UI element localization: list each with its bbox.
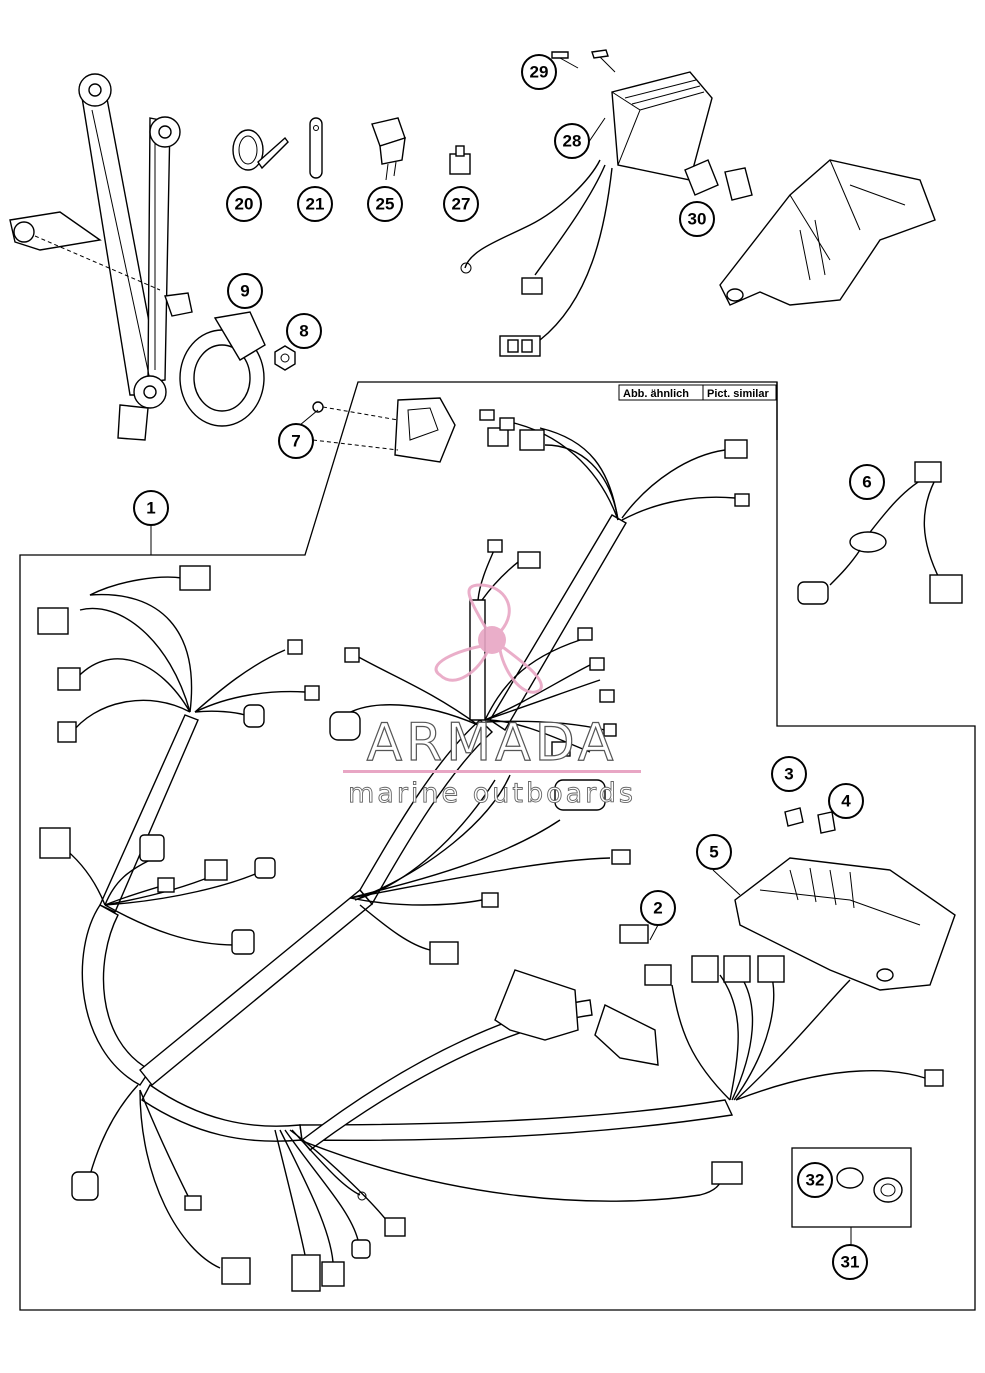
- svg-text:8: 8: [299, 322, 308, 341]
- bracket-screws-drawing: [302, 397, 456, 463]
- callout-27: 27: [443, 186, 479, 222]
- sensor-drawing: [797, 461, 963, 605]
- callout-30: 30: [679, 201, 715, 237]
- watermark-brand: ARMADA: [367, 713, 618, 773]
- callout-9: 9: [227, 273, 263, 309]
- clip-drawing: [684, 159, 753, 201]
- fuse-clip-4-drawing: [817, 811, 836, 834]
- svg-text:27: 27: [452, 195, 471, 214]
- svg-text:5: 5: [709, 843, 718, 862]
- svg-text:30: 30: [688, 210, 707, 229]
- fuse-box-drawing: [734, 857, 956, 991]
- callout-7: 7: [278, 423, 314, 459]
- svg-text:7: 7: [291, 432, 300, 451]
- strap-drawing: [309, 117, 323, 179]
- callout-21: 21: [297, 186, 333, 222]
- callout-5: 5: [696, 834, 732, 870]
- svg-text:1: 1: [146, 499, 155, 518]
- svg-text:32: 32: [806, 1171, 825, 1190]
- nut-drawing: [274, 345, 296, 371]
- svg-text:6: 6: [862, 473, 871, 492]
- callouts-layer: 1 2 3 4 5 6 7 8 9 20 21 25 27 28 29 30 3…: [133, 54, 885, 1280]
- svg-text:25: 25: [376, 195, 395, 214]
- horn-bracket-drawing: [9, 73, 266, 441]
- svg-text:28: 28: [563, 132, 582, 151]
- harness-frame: [19, 381, 976, 1311]
- callout-20: 20: [226, 186, 262, 222]
- frame-bracket-drawing: [719, 159, 936, 306]
- callout-29: 29: [521, 54, 557, 90]
- watermark-tagline: marine outboards: [348, 778, 636, 809]
- cable-tie-drawing: [232, 129, 289, 171]
- svg-text:2: 2: [653, 899, 662, 918]
- relay-drawing: [371, 117, 406, 181]
- callout-3: 3: [771, 756, 807, 792]
- voltage-regulator-drawing: [460, 49, 713, 357]
- callout-25: 25: [367, 186, 403, 222]
- svg-text:29: 29: [530, 63, 549, 82]
- callout-28: 28: [554, 123, 590, 159]
- callout-1: 1: [133, 490, 169, 526]
- note-de: Abb. ähnlich: [623, 388, 689, 400]
- callout-32: 32: [797, 1162, 833, 1198]
- callout-4: 4: [828, 783, 864, 819]
- svg-text:4: 4: [841, 792, 851, 811]
- svg-text:31: 31: [841, 1253, 860, 1272]
- watermark-underline: [343, 770, 641, 773]
- clamp-kit-drawing: [791, 1147, 912, 1245]
- callout-31: 31: [832, 1244, 868, 1280]
- fuse-holder-drawing: [449, 145, 471, 175]
- svg-text:21: 21: [306, 195, 325, 214]
- svg-text:20: 20: [235, 195, 254, 214]
- main-harness-drawing: [37, 409, 944, 1292]
- fuse-clip-3-drawing: [784, 807, 804, 827]
- picture-similar-badge: Abb. ähnlich Pict. similar: [618, 384, 777, 401]
- note-en: Pict. similar: [707, 388, 769, 400]
- svg-text:9: 9: [240, 282, 249, 301]
- armada-propeller-logo: [434, 583, 543, 694]
- svg-text:3: 3: [784, 765, 793, 784]
- connector-2-drawing: [619, 924, 672, 986]
- armada-watermark: ARMADA marine outboards: [343, 583, 641, 809]
- callout-6: 6: [849, 464, 885, 500]
- callout-2: 2: [640, 890, 676, 926]
- callout-8: 8: [286, 313, 322, 349]
